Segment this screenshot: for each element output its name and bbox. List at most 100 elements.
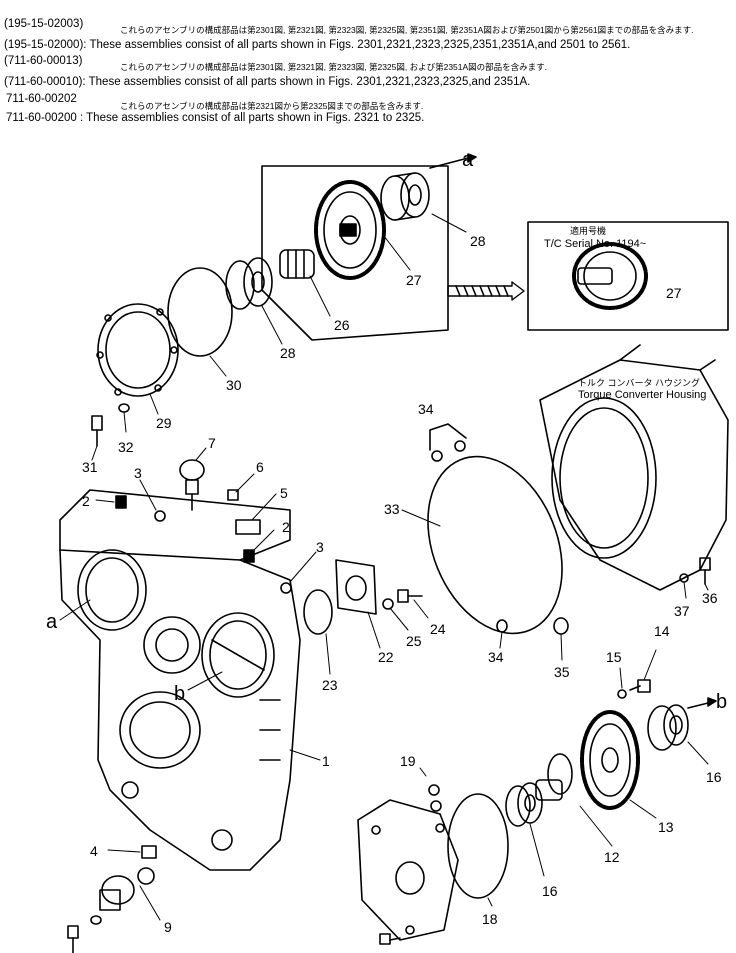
header-line-3: (711-60-00013): [4, 55, 82, 68]
callout-labels: 27 28 26 28 30 29 32 31 7 6 5 2 3 3 2 a …: [46, 149, 727, 935]
callout-30: 30: [226, 377, 242, 393]
ref-letter-a: a: [462, 149, 474, 171]
bolt-bottom-mid: [379, 933, 401, 945]
shaft-12: [535, 753, 573, 801]
header-line-8: 711-60-00200 : These assemblies consist …: [6, 112, 424, 125]
bolt-36: [699, 557, 711, 585]
bolt-31: [91, 415, 103, 447]
note-text-jp: これらのアセンブリの構成部品は第2301図, 第2321図, 第2323図, 第…: [120, 62, 548, 72]
callout-23: 23: [322, 677, 338, 693]
header-line-1-jp: これらのアセンブリの構成部品は第2301図, 第2321図, 第2323図, 第…: [120, 24, 694, 37]
header-line-6: 711-60-00202: [6, 93, 77, 106]
note-text: These assemblies consist of all parts sh…: [86, 112, 425, 124]
callout-28: 28: [280, 345, 296, 361]
gear-13: [580, 710, 640, 810]
washer-32: [118, 403, 130, 413]
ref-letter-b: b: [716, 691, 727, 713]
callout-25: 25: [406, 633, 422, 649]
o-ring-19-a: [428, 784, 440, 796]
o-ring-35: [553, 617, 569, 635]
bolt-bottom-left: [67, 925, 79, 953]
o-ring-18: [447, 793, 509, 899]
callout-34: 34: [418, 401, 434, 417]
callout-3: 3: [134, 465, 142, 481]
callout-35: 35: [554, 664, 570, 680]
callout-19: 19: [400, 753, 416, 769]
callout-27: 27: [406, 272, 422, 288]
callout-1: 1: [322, 753, 330, 769]
callout-16: 16: [706, 769, 722, 785]
callout-16: 16: [542, 883, 558, 899]
bearing-16-lower: [505, 782, 543, 827]
header-line-7-jp: これらのアセンブリの構成部品は第2321図から第2325図までの部品を含みます.: [120, 100, 423, 113]
eye-bolt-7: [179, 459, 205, 511]
plug-2-right: [243, 549, 255, 563]
o-ring-34-a: [431, 450, 443, 462]
washer-15: [617, 689, 627, 699]
callout-28: 28: [470, 233, 486, 249]
gear-27: [314, 180, 386, 280]
callout-15: 15: [606, 649, 622, 665]
inset-label-en: T/C Serial No. 1194~: [544, 238, 646, 250]
o-ring-33: [427, 455, 563, 635]
assembly-code: 711-60-00202: [6, 93, 77, 105]
cover-22: [335, 559, 377, 615]
callout-34: 34: [488, 649, 504, 665]
ref-letter-a: a: [46, 611, 58, 633]
note-text-jp: これらのアセンブリの構成部品は第2321図から第2325図までの部品を含みます.: [120, 101, 424, 111]
bearing-16-right: [647, 704, 689, 751]
note-text: These assemblies consist of all parts sh…: [88, 76, 531, 88]
transfer-arrow: [447, 281, 525, 301]
o-ring-34-c: [496, 619, 508, 633]
callout-27: 27: [666, 285, 682, 301]
callout-2: 2: [82, 493, 90, 509]
leader-lines: [59, 213, 709, 921]
assembly-code: 711-60-00200 :: [6, 112, 84, 124]
assembly-code: (711-60-00013): [4, 55, 83, 67]
bolt-14: [629, 679, 651, 693]
ref-letter-b: b: [174, 683, 185, 705]
nut-3-left: [154, 510, 166, 522]
callout-37: 37: [674, 603, 690, 619]
callout-13: 13: [658, 819, 674, 835]
washer-bottom-left: [90, 915, 102, 925]
callout-22: 22: [378, 649, 394, 665]
arrow-a-head: [467, 153, 477, 163]
note-text-jp: これらのアセンブリの構成部品は第2301図, 第2321図, 第2323図, 第…: [120, 25, 694, 35]
top-gear-group: [225, 165, 449, 341]
assembly-code: (711-60-00010):: [4, 76, 86, 88]
callout-24: 24: [430, 621, 446, 637]
bracket-34: [429, 423, 467, 451]
o-ring-19-b: [430, 800, 442, 812]
inset-label-jp: 適用号機: [570, 225, 606, 236]
shaft-26: [279, 249, 315, 279]
cover-assembly: [357, 799, 459, 941]
o-ring-9: [137, 867, 155, 885]
housing-label-en: Torque Converter Housing: [578, 389, 706, 401]
bearing-28-top: [380, 172, 430, 221]
header-line-0: (195-15-02003): [4, 18, 83, 31]
callout-18: 18: [482, 911, 498, 927]
callout-2: 2: [282, 519, 290, 535]
header-line-4-jp: これらのアセンブリの構成部品は第2301図, 第2321図, 第2323図, 第…: [120, 61, 547, 74]
callout-29: 29: [156, 415, 172, 431]
callout-9: 9: [164, 919, 172, 935]
callout-31: 31: [82, 459, 98, 475]
plate-5: [235, 519, 261, 535]
callout-5: 5: [280, 485, 288, 501]
callout-36: 36: [702, 590, 718, 606]
o-ring-30: [167, 267, 233, 357]
gasket-29: [96, 303, 179, 397]
drain-plug: [99, 875, 135, 911]
housing-label-jp: トルク コンバータ ハウジング: [578, 377, 700, 388]
note-text: These assemblies consist of all parts sh…: [89, 39, 631, 51]
callout-26: 26: [334, 317, 350, 333]
callout-7: 7: [208, 435, 216, 451]
transmission-case: [59, 489, 301, 871]
washer-25: [382, 598, 394, 610]
screw-6: [227, 489, 239, 501]
header-line-2: (195-15-02000): These assemblies consist…: [4, 39, 630, 52]
nut-3-right: [280, 582, 292, 594]
assembly-code: (195-15-02000):: [4, 39, 87, 51]
